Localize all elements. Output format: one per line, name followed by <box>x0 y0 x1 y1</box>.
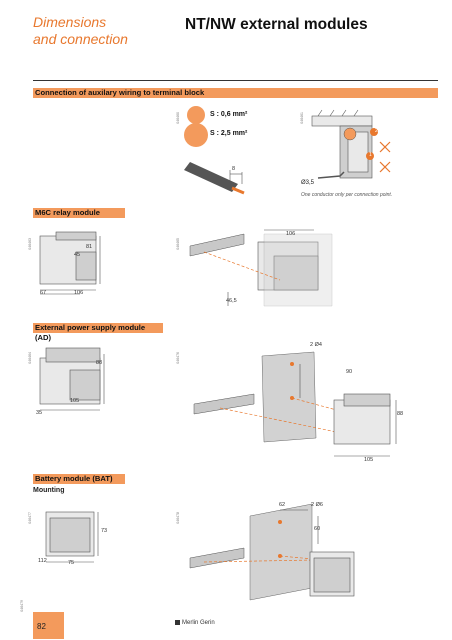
ad-mount-height: 88 <box>397 411 404 417</box>
bat-mounting-view <box>189 503 355 601</box>
conductor-insulation <box>184 162 238 192</box>
ad-holes: 2 Ø4 <box>310 342 322 348</box>
section-bar-aux-wiring: Connection of auxilary wiring to termina… <box>33 88 438 98</box>
bat-hole-top <box>278 520 282 524</box>
no-cross-mark-1 <box>379 141 391 153</box>
step-badge-2 <box>343 127 357 141</box>
large-conductor-label: S : 2,5 mm² <box>210 130 248 137</box>
large-conductor-circle <box>184 123 208 147</box>
m6c-front-view <box>39 231 101 295</box>
ad-mounting-view <box>193 351 397 457</box>
ad-mount-width: 105 <box>364 457 374 463</box>
figure-code: 046463 <box>28 238 32 250</box>
brand-name: Merlin Gerin <box>182 620 215 627</box>
screwdriver-dim: Ø3,5 <box>301 180 315 186</box>
bat-holes: 2 Ø6 <box>311 502 323 508</box>
bat-hole-spacing-h: 62 <box>279 502 286 508</box>
m6c-mount-depth: 46,5 <box>226 298 237 304</box>
section-bar-ad: External power supply module (AD) <box>33 323 163 342</box>
m6c-height-total: 81 <box>86 244 93 250</box>
figure-code: 046464 <box>28 352 32 364</box>
bat-front-view <box>45 511 99 563</box>
title-line-2: and connection <box>33 31 128 47</box>
brand-logo: Merlin Gerin <box>175 620 215 626</box>
step-label-1: 1 <box>369 152 372 158</box>
step-label-2: 2 <box>375 128 378 134</box>
header-rule <box>33 80 438 81</box>
figure-code: 046465 <box>176 238 180 250</box>
step-marker-2 <box>370 128 378 136</box>
figure-code: 046476 <box>176 352 180 364</box>
m6c-mount-width: 106 <box>286 231 296 237</box>
m6c-depth: 67 <box>40 290 47 296</box>
page-title: NT/NW external modules <box>185 16 368 33</box>
step-marker-1 <box>366 152 374 160</box>
small-conductor-label: S : 0,6 mm² <box>210 111 248 118</box>
small-conductor-circle <box>187 106 205 124</box>
section-title: Dimensions and connection <box>33 14 128 48</box>
figure-code: 046479 <box>20 600 24 612</box>
figure-code: 046477 <box>28 512 32 524</box>
stripped-wire <box>231 186 245 195</box>
bat-height: 73 <box>101 528 108 534</box>
strip-length-dim: 8 <box>232 166 236 172</box>
figure-code: 046478 <box>176 512 180 524</box>
connection-note: One conductor only per connection point. <box>301 192 393 198</box>
section-bar-m6c: M6C relay module <box>33 208 125 218</box>
bat-width: 75 <box>68 560 75 566</box>
title-line-1: Dimensions <box>33 14 107 30</box>
m6c-height-body: 45 <box>74 252 81 258</box>
ad-depth: 35 <box>36 410 43 416</box>
m6c-width: 106 <box>74 290 84 296</box>
terminal-block-figure <box>311 109 391 179</box>
no-cross-mark-2 <box>379 161 391 173</box>
brand-icon <box>175 620 180 625</box>
mounting-hole-top <box>290 362 294 366</box>
section-bar-bat: Battery module (BAT) <box>33 474 125 484</box>
page-number-box <box>33 612 64 639</box>
ad-hole-spacing: 90 <box>346 369 353 375</box>
bat-mounting-subtitle: Mounting <box>33 487 65 494</box>
conductor-figure <box>184 106 245 195</box>
ad-front-view <box>39 347 105 411</box>
ad-width: 105 <box>70 398 80 404</box>
page-number: 82 <box>37 622 46 631</box>
m6c-mounting-view <box>189 229 333 307</box>
bat-hole-spacing-v: 60 <box>314 526 321 532</box>
bat-depth: 112 <box>38 558 47 564</box>
screwdriver-icon <box>317 171 345 179</box>
ad-height: 88 <box>96 360 103 366</box>
